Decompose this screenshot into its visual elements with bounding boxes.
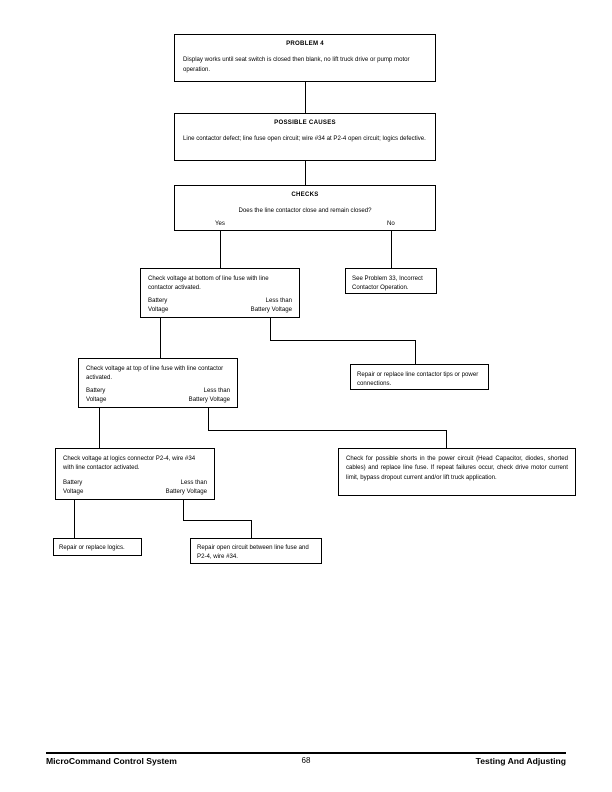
check-top-fuse-right-label: Less than Battery Voltage — [188, 387, 230, 404]
connector-topfuse-lessthan-v1 — [208, 408, 209, 430]
connector-bottomfuse-lessthan-v2 — [415, 340, 416, 364]
footer-left-text: MicroCommand Control System — [46, 756, 177, 766]
check-bottom-fuse-right-label: Less than Battery Voltage — [250, 297, 292, 314]
check-bottom-fuse-box: Check voltage at bottom of line fuse wit… — [140, 268, 300, 318]
footer-page-number: 68 — [301, 756, 311, 765]
connector-logics-battery-v1 — [74, 500, 75, 538]
connector-topfuse-battery-v1 — [99, 408, 100, 448]
check-bottom-fuse-branch-labels: Battery Voltage Less than Battery Voltag… — [141, 296, 299, 314]
check-bottom-fuse-left-label: Battery Voltage — [148, 297, 169, 314]
possible-causes-box: POSSIBLE CAUSES Line contactor defect; l… — [174, 113, 436, 161]
check-logics-connector-right-label: Less than Battery Voltage — [165, 479, 207, 496]
checks-yes-label: Yes — [215, 220, 225, 227]
check-top-fuse-left-label: Battery Voltage — [86, 387, 107, 404]
check-top-fuse-branch-labels: Battery Voltage Less than Battery Voltag… — [79, 386, 237, 404]
checks-body: Does the line contactor close and remain… — [238, 207, 372, 215]
connector-bottomfuse-lessthan-h — [270, 340, 416, 341]
connector-problem-to-causes — [305, 82, 306, 113]
checks-heading: CHECKS — [291, 191, 319, 198]
possible-causes-heading: POSSIBLE CAUSES — [274, 119, 336, 126]
repair-logics-box: Repair or replace logics. — [53, 538, 142, 556]
connector-bottomfuse-lessthan-v1 — [270, 318, 271, 340]
repair-open-circuit-box: Repair open circuit between line fuse an… — [190, 538, 322, 564]
connector-checks-yes — [220, 231, 221, 268]
repair-contactor-tips-box: Repair or replace line contactor tips or… — [350, 364, 489, 390]
page-footer: MicroCommand Control System 68 Testing A… — [46, 756, 566, 772]
connector-topfuse-lessthan-h — [208, 430, 447, 431]
repair-logics-body: Repair or replace logics. — [59, 544, 125, 551]
connector-checks-no — [391, 231, 392, 268]
check-logics-connector-left-label: Battery Voltage — [63, 479, 84, 496]
connector-causes-to-checks — [305, 161, 306, 185]
check-top-fuse-body: Check voltage at top of line fuse with l… — [86, 365, 224, 382]
problem-box: PROBLEM 4 Display works until seat switc… — [174, 34, 436, 82]
problem-heading: PROBLEM 4 — [286, 40, 324, 47]
check-logics-connector-body: Check voltage at logics connector P2-4, … — [63, 455, 196, 472]
footer-right-text: Testing And Adjusting — [475, 756, 566, 766]
check-top-fuse-box: Check voltage at top of line fuse with l… — [78, 358, 238, 408]
connector-logics-lessthan-h — [183, 520, 252, 521]
connector-logics-lessthan-v2 — [251, 520, 252, 538]
connector-logics-lessthan-v1 — [183, 500, 184, 520]
checks-box: CHECKS Does the line contactor close and… — [174, 185, 436, 231]
repair-contactor-tips-body: Repair or replace line contactor tips or… — [357, 371, 479, 388]
check-bottom-fuse-body: Check voltage at bottom of line fuse wit… — [148, 275, 269, 292]
possible-causes-body: Line contactor defect; line fuse open ci… — [183, 135, 426, 143]
connector-topfuse-lessthan-v2 — [446, 430, 447, 448]
check-shorts-body: Check for possible shorts in the power c… — [346, 455, 568, 481]
problem-body: Display works until seat switch is close… — [183, 56, 410, 73]
check-shorts-box: Check for possible shorts in the power c… — [338, 448, 576, 496]
see-problem-33-box: See Problem 33, Incorrect Contactor Oper… — [345, 268, 437, 294]
check-logics-connector-branch-labels: Battery Voltage Less than Battery Voltag… — [56, 478, 214, 496]
footer-divider — [46, 752, 566, 754]
see-problem-33-body: See Problem 33, Incorrect Contactor Oper… — [352, 275, 423, 292]
checks-no-label: No — [387, 220, 395, 227]
repair-open-circuit-body: Repair open circuit between line fuse an… — [197, 544, 309, 561]
check-logics-connector-box: Check voltage at logics connector P2-4, … — [55, 448, 215, 500]
connector-bottomfuse-battery-v1 — [160, 318, 161, 358]
